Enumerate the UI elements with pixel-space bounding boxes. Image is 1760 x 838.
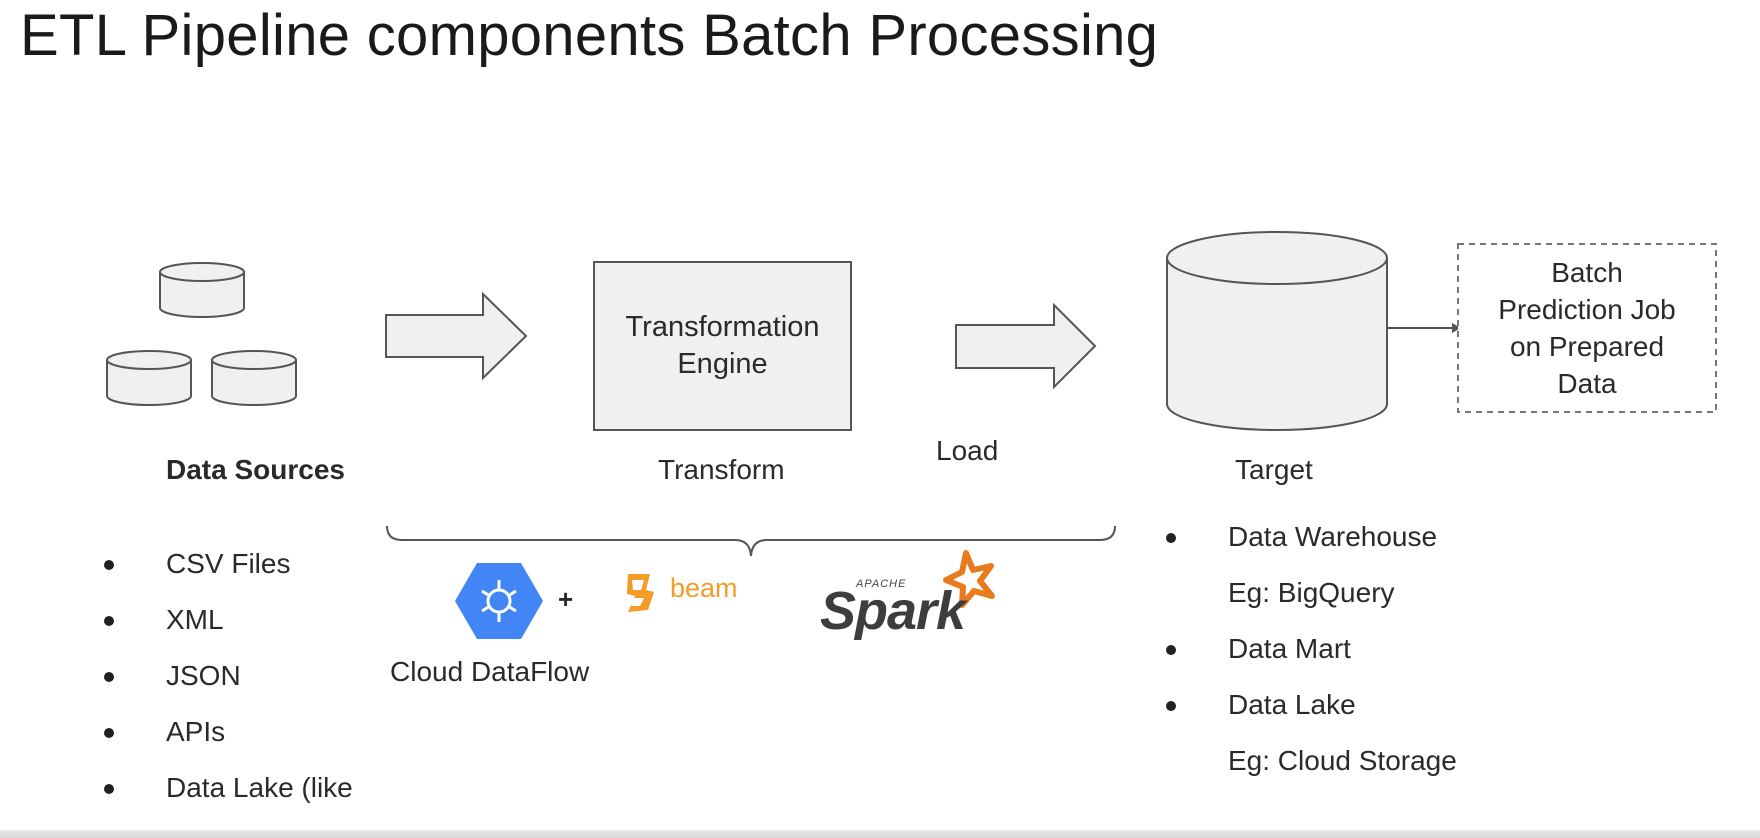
data-sources-label: Data Sources [166,454,345,485]
connector-arrowhead [1452,323,1461,333]
arrow-extract [385,291,528,381]
page-title: ETL Pipeline components Batch Processing [20,3,1159,68]
target-list: Data Warehouse Eg: BigQuery Data Mart Da… [1160,509,1457,789]
transform-caption: Transform [658,454,785,485]
beam-logo-text: beam [670,573,738,603]
beam-icon [627,574,654,612]
list-item: Data Mart [1160,621,1457,677]
batch-job-line: Prediction Job [1498,294,1676,325]
batch-job-line: Batch [1551,257,1623,288]
cloud-dataflow-label: Cloud DataFlow [390,656,590,687]
transformation-engine-label: Transformation Engine [625,311,820,380]
database-icon-left [106,350,192,406]
batch-job-label: Batch Prediction Job on Prepared Data [1458,244,1716,412]
target-caption: Target [1235,454,1313,485]
batch-job-box [1457,243,1717,413]
list-item: Data Warehouse [1160,509,1457,565]
dataflow-icon [455,563,543,639]
database-icon-top [159,262,245,318]
list-item: APIs [98,704,353,760]
data-sources-list: CSV Files XML JSON APIs Data Lake (like [98,536,353,816]
list-item-example: Eg: BigQuery [1228,577,1395,608]
arrow-load [955,302,1097,390]
list-item: Data Lake [1160,677,1457,733]
spark-apache-text: APACHE [856,578,907,590]
list-item: JSON [98,648,353,704]
list-item: CSV Files [98,536,353,592]
spark-logo-text: Spark [820,581,966,641]
curly-brace [386,525,1116,557]
target-database-icon [1166,231,1388,431]
database-icon-right [211,350,297,406]
load-caption: Load [936,435,999,466]
spark-star-icon [943,550,995,608]
list-item: XML [98,592,353,648]
batch-job-line: on Prepared [1509,331,1665,362]
bottom-band [0,830,1760,838]
plus-sign: + [558,584,574,614]
list-item: Data Lake (like [98,760,353,816]
list-item-example: Eg: Cloud Storage [1228,745,1457,776]
transformation-engine-box [593,261,852,431]
batch-job-line: Data [1557,368,1617,399]
